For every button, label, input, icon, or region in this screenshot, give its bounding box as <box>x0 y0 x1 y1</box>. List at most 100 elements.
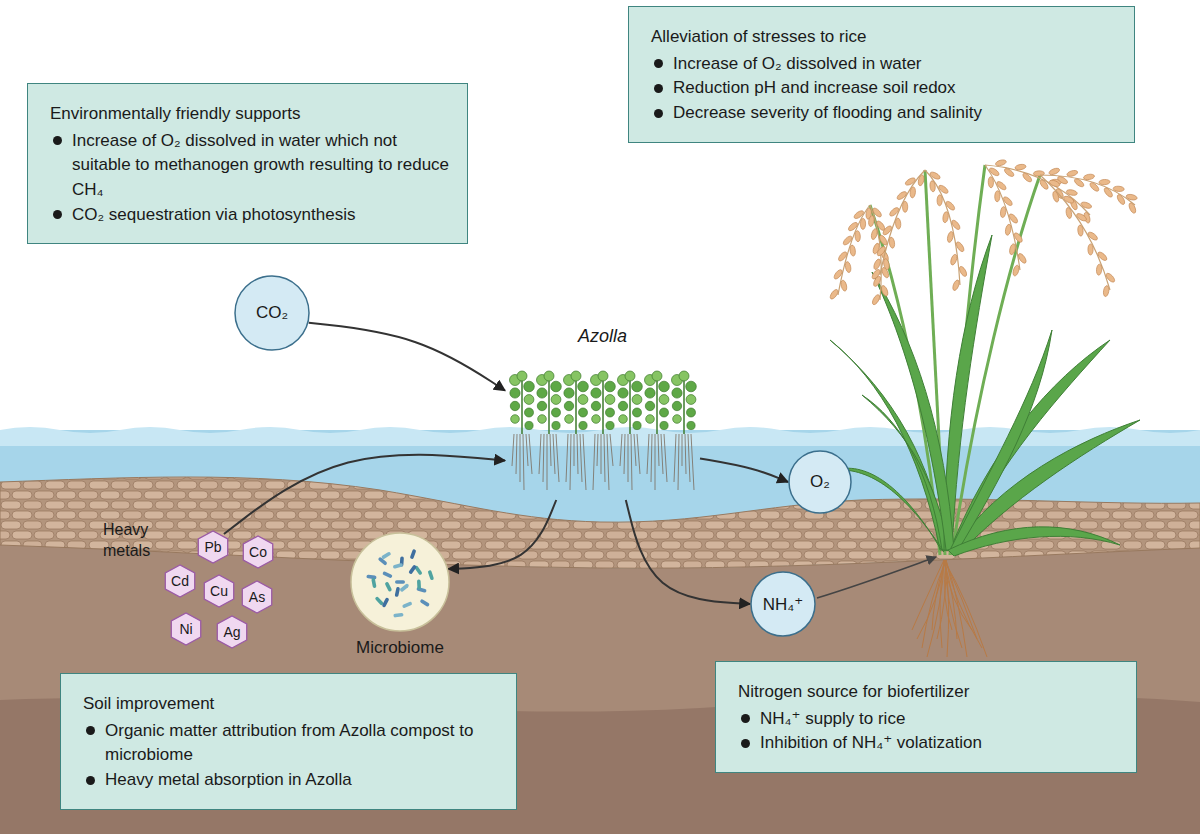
rice-grain <box>1000 206 1007 218</box>
rice-grain <box>1105 272 1116 284</box>
azolla-leaf <box>537 388 547 398</box>
azolla-root <box>583 434 586 490</box>
rice-grain <box>888 206 900 217</box>
azolla-leaf <box>551 395 561 405</box>
azolla-root <box>520 434 521 482</box>
info-box: Alleviation of stresses to riceIncrease … <box>628 6 1135 143</box>
rice-grain <box>868 215 875 227</box>
azolla-leaf <box>552 421 560 429</box>
azolla-stem <box>575 378 577 434</box>
metal-hexagon: Pb <box>195 530 231 564</box>
metal-hexagon: As <box>239 580 275 614</box>
rice-grain <box>1075 212 1087 222</box>
bacterium <box>417 579 421 589</box>
azolla-leaf <box>579 421 587 429</box>
azolla-leaf <box>538 415 547 424</box>
rice-grain <box>1017 252 1028 264</box>
rice-grain <box>1087 231 1099 242</box>
azolla-root <box>574 434 575 466</box>
rice-leaves <box>830 235 1140 556</box>
azolla-leaf <box>673 415 682 424</box>
rice-grain <box>945 200 956 212</box>
azolla-leaf <box>551 381 562 392</box>
bullet-text: Heavy metal absorption in Azolla <box>83 768 500 793</box>
azolla-leaf <box>645 388 655 398</box>
flow-arrow <box>309 323 505 391</box>
rice-grain <box>1103 285 1110 297</box>
root <box>945 560 977 639</box>
bullet-text: Organic matter attribution from Azolla c… <box>83 719 500 768</box>
azolla-root <box>647 434 649 474</box>
azolla-leaf <box>646 415 655 424</box>
rice-grain <box>988 177 994 188</box>
panicle-branch <box>838 205 870 295</box>
azolla-leaf <box>552 408 561 417</box>
rice-grain <box>1048 167 1060 176</box>
azolla-leaf <box>517 371 527 381</box>
node-label: Azolla <box>505 326 700 347</box>
panicle-branch <box>880 170 925 275</box>
rice-grain <box>1073 177 1085 188</box>
rice-grain <box>1080 201 1092 210</box>
rice-grain <box>840 280 848 292</box>
azolla-leaf <box>687 421 695 429</box>
rice-grain <box>955 241 965 253</box>
rice-grain <box>1002 195 1013 206</box>
root <box>912 560 944 630</box>
flow-arrow <box>448 500 556 569</box>
azolla-leaf <box>537 401 546 410</box>
rice-grain <box>1005 224 1012 236</box>
microbiome-circle: Microbiome <box>350 532 450 632</box>
azolla-root <box>604 434 605 482</box>
box-heading: Alleviation of stresses to rice <box>651 25 1118 50</box>
azolla-leaf <box>619 415 628 424</box>
azolla-root <box>651 434 652 482</box>
azolla-leaf <box>633 421 641 429</box>
azolla-plants <box>510 371 697 490</box>
azolla-stem <box>629 378 631 434</box>
rice-grain <box>995 191 1001 202</box>
azolla-root <box>624 434 625 474</box>
metal-hexagon: Co <box>240 535 276 569</box>
info-box: Nitrogen source for biofertilizerNH₄⁺ su… <box>715 661 1137 773</box>
azolla-leaf <box>632 381 643 392</box>
azolla-leaf <box>578 381 589 392</box>
bacterium <box>395 587 401 598</box>
azolla-leaf <box>605 381 616 392</box>
panicle-branch <box>1040 175 1110 290</box>
hexagon-shape <box>243 536 272 568</box>
azolla-root <box>512 434 514 466</box>
rice-grain <box>896 190 908 201</box>
rice-grain <box>870 228 878 240</box>
hexagon-shape <box>217 616 246 648</box>
azolla-leaf <box>564 401 573 410</box>
box-heading: Soil improvement <box>83 692 500 717</box>
root <box>940 560 944 648</box>
bacterium <box>382 571 393 578</box>
microbe-outline <box>350 532 450 632</box>
azolla-root <box>523 434 524 490</box>
azolla-leaf <box>598 371 608 381</box>
rice-grain <box>1052 191 1060 203</box>
rice-grain <box>1113 186 1124 192</box>
node-label: Ag <box>223 624 240 640</box>
rice-grain <box>1063 195 1075 205</box>
group-label: Heavy metals <box>103 520 173 562</box>
azolla-root <box>620 434 622 466</box>
azolla-root <box>691 434 694 490</box>
azolla-root <box>556 434 559 482</box>
rice-grain <box>1013 232 1024 244</box>
azolla-leaf <box>618 401 627 410</box>
rice-grain <box>1021 172 1033 183</box>
hexagon-shape <box>198 531 227 563</box>
metal-hexagon: Ni <box>168 612 204 646</box>
rice-grain <box>1126 194 1138 201</box>
panicle-branch <box>985 165 1090 215</box>
rice-grain <box>1089 181 1101 192</box>
rice-grain <box>937 195 943 206</box>
bacterium <box>395 580 405 584</box>
bacterium <box>402 601 413 608</box>
bullet-text: Inhibition of NH₄⁺ volatization <box>738 731 1120 756</box>
node-label: Microbiome <box>356 638 444 658</box>
azolla-root <box>539 434 541 474</box>
